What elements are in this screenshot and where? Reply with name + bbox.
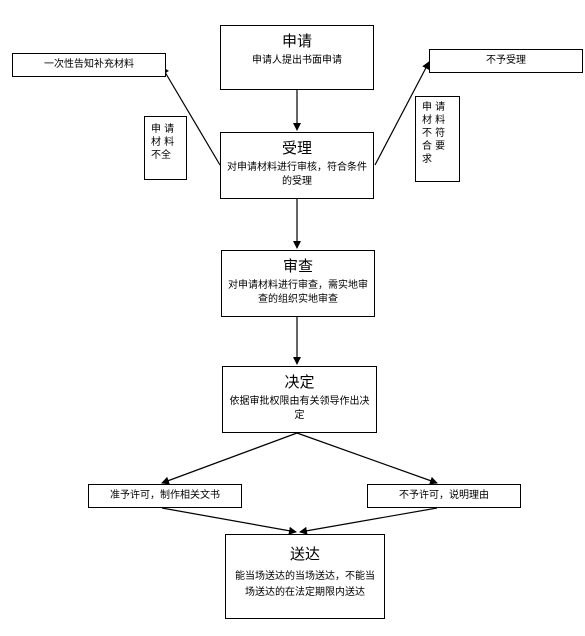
node-review-desc: 对申请材料进行审查，需实地审查的组织实地审查 (228, 280, 368, 305)
node-decide-title: 决定 (284, 373, 315, 391)
label-not-accept: 不予受理 (429, 49, 583, 73)
node-accept: 受理 对申请材料进行审核，符合条件的受理 (220, 132, 374, 199)
label-not-accept-text: 不予受理 (486, 55, 526, 66)
arrow-decide-to-deny (296, 432, 438, 485)
node-apply: 申请 申请人提出书面申请 (220, 25, 374, 90)
label-deny-text: 不予许可，说明理由 (399, 490, 489, 501)
arrow-decide-to-grant (161, 432, 298, 485)
label-grant-text: 准予许可，制作相关文书 (110, 490, 220, 501)
label-not-qualified-line: 求 (422, 154, 432, 165)
label-not-qualified-line: 申 请 (422, 102, 446, 113)
arrow-deny-to-deliver (299, 507, 438, 535)
arrow-accept-to-supplement (161, 66, 221, 166)
node-review-title: 审查 (282, 257, 313, 275)
node-deliver-desc: 能当场送达的当场送达，不能当场送达的在法定期限内送达 (235, 571, 375, 598)
node-apply-desc: 申请人提出书面申请 (252, 55, 342, 66)
arrow-accept-to-not-accept (374, 61, 430, 166)
label-incomplete-line: 不全 (151, 150, 171, 161)
label-not-qualified-line: 材 料 (422, 115, 446, 126)
label-notify-supplement-text: 一次性告知补充材料 (44, 59, 134, 70)
node-apply-title: 申请 (281, 32, 312, 50)
node-decide-desc: 依据审批权限由有关领导作出决定 (229, 396, 370, 421)
node-accept-title: 受理 (281, 139, 312, 157)
label-notify-supplement: 一次性告知补充材料 (12, 53, 166, 77)
node-deliver: 送达 能当场送达的当场送达，不能当场送达的在法定期限内送达 (225, 534, 385, 619)
label-deny: 不予许可，说明理由 (367, 484, 521, 508)
label-not-qualified: 申 请 材 料 不 符 合 要 求 (415, 96, 460, 182)
label-incomplete: 申 请 材 料 不全 (144, 116, 187, 180)
arrow-grant-to-deliver (161, 507, 297, 535)
node-deliver-title: 送达 (289, 545, 320, 563)
label-not-qualified-line: 不 符 (422, 128, 446, 139)
label-incomplete-line: 材 料 (151, 137, 175, 148)
node-accept-desc: 对申请材料进行审核，符合条件的受理 (227, 162, 367, 187)
node-decide: 决定 依据审批权限由有关领导作出决定 (222, 366, 377, 433)
label-grant: 准予许可，制作相关文书 (88, 484, 242, 508)
label-incomplete-line: 申 请 (151, 124, 175, 135)
node-review: 审查 对申请材料进行审查，需实地审查的组织实地审查 (221, 250, 375, 317)
label-not-qualified-line: 合 要 (422, 141, 446, 152)
